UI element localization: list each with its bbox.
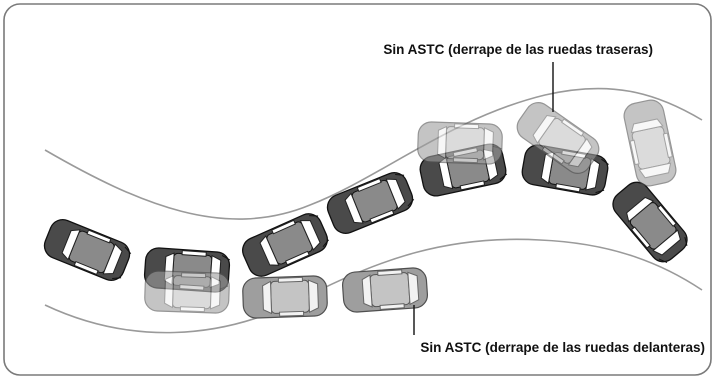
understeer-car-2 <box>241 274 329 320</box>
oversteer-label: Sin ASTC (derrape de las ruedas traseras… <box>383 42 653 57</box>
understeer-car-3 <box>341 266 429 314</box>
understeer-car-1 <box>143 269 231 315</box>
road-edge-lower <box>44 238 703 334</box>
road-edge-upper <box>44 87 703 220</box>
understeer-label: Sin ASTC (derrape de las ruedas delanter… <box>420 340 705 355</box>
oversteer-car-1 <box>416 120 504 166</box>
